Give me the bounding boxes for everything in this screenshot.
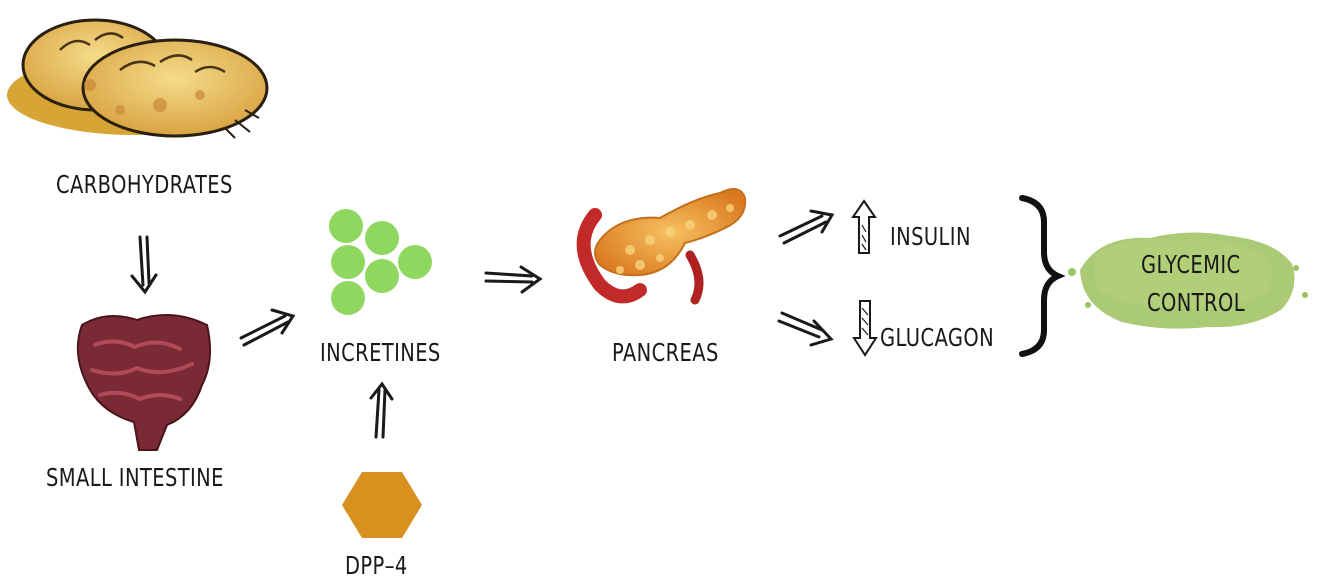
incretin-dot: [331, 281, 365, 315]
bread-icon: [7, 20, 267, 138]
incretin-dot: [365, 259, 399, 293]
arrow-pancreas-to-insulin: [780, 211, 832, 243]
arrow-up-outline-icon: [853, 201, 875, 253]
incretin-dot: [398, 245, 432, 279]
carbohydrates-label: CARBOHYDRATES: [56, 172, 233, 197]
incretines-cluster: [329, 209, 432, 315]
incretines-label: INCRETINES: [320, 340, 441, 365]
pancreas-label: PANCREAS: [612, 340, 719, 365]
control-label: CONTROL: [1147, 290, 1245, 315]
dpp4-hexagon: [342, 472, 422, 538]
arrow-carbs-to-intestine: [132, 237, 156, 292]
small-intestine-icon: [78, 315, 210, 450]
arrow-down-outline-icon: [854, 301, 876, 355]
glycemic-label: GLYCEMIC: [1141, 252, 1240, 277]
arrow-intestine-to-incretines: [241, 310, 293, 345]
curly-brace: [1022, 198, 1058, 354]
arrow-dpp4-to-incretines: [371, 384, 392, 437]
glucagon-label: GLUCAGON: [880, 325, 994, 350]
incretin-dot: [365, 221, 399, 255]
arrow-pancreas-to-glucagon: [779, 313, 831, 345]
incretin-dot: [329, 209, 363, 243]
dpp4-label: DPP–4: [345, 553, 408, 578]
small-intestine-label: SMALL INTESTINE: [46, 465, 224, 490]
pancreas-icon: [584, 189, 746, 300]
insulin-label: INSULIN: [890, 224, 971, 249]
incretin-dot: [331, 245, 365, 279]
arrow-incretines-to-pancreas: [486, 267, 540, 292]
